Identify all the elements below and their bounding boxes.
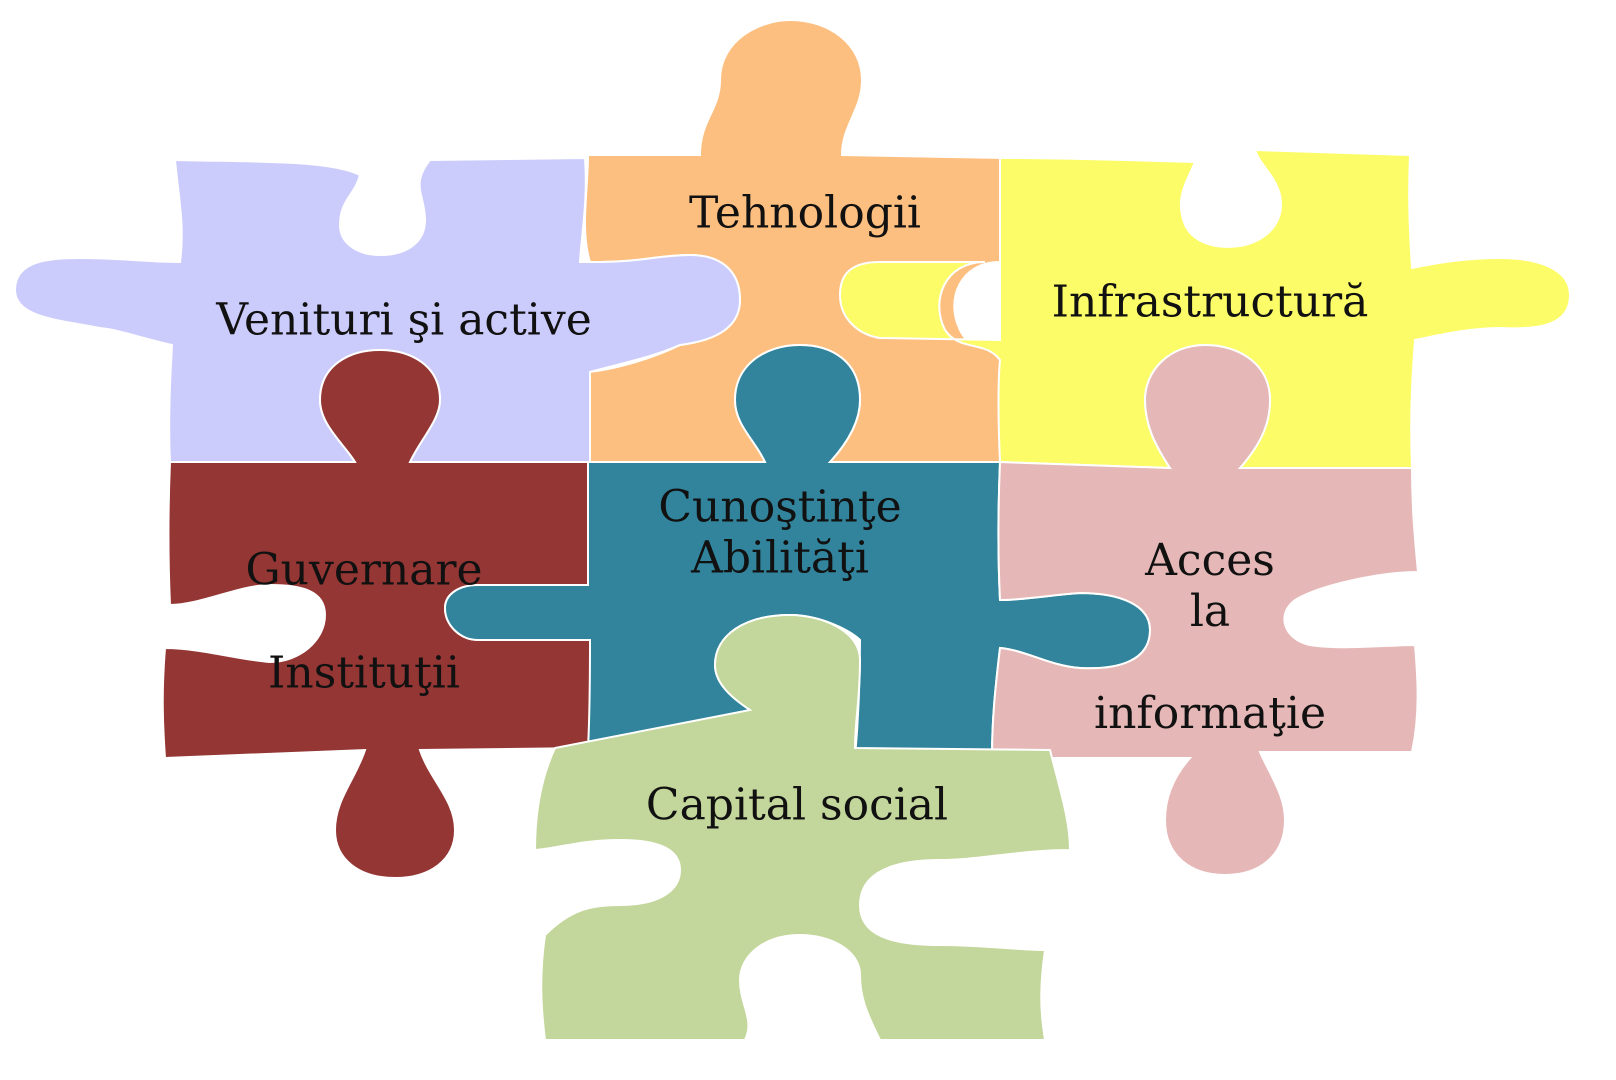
piece-acces xyxy=(990,343,1420,877)
piece-guvernare xyxy=(161,348,593,880)
piece-infrastructura xyxy=(838,148,1572,470)
piece-capital xyxy=(533,613,1072,1041)
